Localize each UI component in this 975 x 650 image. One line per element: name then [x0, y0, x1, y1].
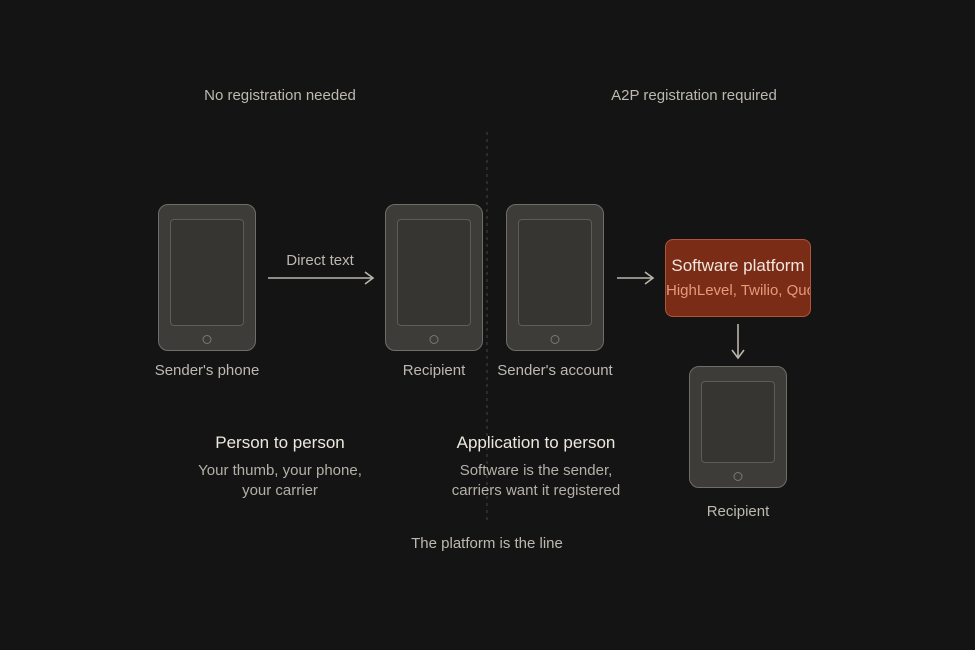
- direct-text-arrow: [268, 271, 375, 285]
- p2p-recipient-phone: [385, 204, 483, 351]
- account-to-platform-arrow: [617, 271, 655, 285]
- sender-account-phone: [506, 204, 604, 351]
- sender-account-label: Sender's account: [497, 362, 613, 379]
- p2p-desc-line2: your carrier: [242, 482, 318, 499]
- phone-home-button: [733, 472, 743, 481]
- a2p-desc-line2: carriers want it registered: [451, 482, 621, 499]
- software-platform-box: Software platform HighLevel, Twilio, Quo: [665, 239, 811, 317]
- p2p-heading: Person to person: [215, 433, 345, 452]
- zone-caption-registration-required: A2P registration required: [611, 87, 777, 104]
- a2p-desc-line1: Software is the sender,: [459, 462, 613, 479]
- platform-title: Software platform: [671, 256, 805, 275]
- phone-screen: [701, 381, 775, 463]
- phone-screen: [518, 219, 592, 326]
- platform-examples: HighLevel, Twilio, Quo: [666, 282, 811, 299]
- zone-caption-no-registration: No registration needed: [204, 87, 356, 104]
- phone-home-button: [429, 335, 439, 344]
- a2p-heading: Application to person: [456, 433, 616, 452]
- direct-text-label: Direct text: [286, 252, 354, 269]
- p2p-recipient-label: Recipient: [402, 362, 466, 379]
- phone-home-button: [550, 335, 560, 344]
- platform-to-recipient-arrow: [731, 324, 745, 360]
- a2p-recipient-phone: [689, 366, 787, 488]
- sender-phone: [158, 204, 256, 351]
- phone-screen: [397, 219, 471, 326]
- phone-screen: [170, 219, 244, 326]
- p2p-desc-line1: Your thumb, your phone,: [198, 462, 362, 479]
- sender-phone-label: Sender's phone: [154, 362, 260, 379]
- a2p-description: Software is the sender, carriers want it…: [452, 461, 620, 501]
- a2p-recipient-label: Recipient: [706, 503, 770, 520]
- p2p-description: Your thumb, your phone, your carrier: [198, 461, 362, 501]
- phone-home-button: [202, 335, 212, 344]
- divider-caption: The platform is the line: [411, 535, 563, 552]
